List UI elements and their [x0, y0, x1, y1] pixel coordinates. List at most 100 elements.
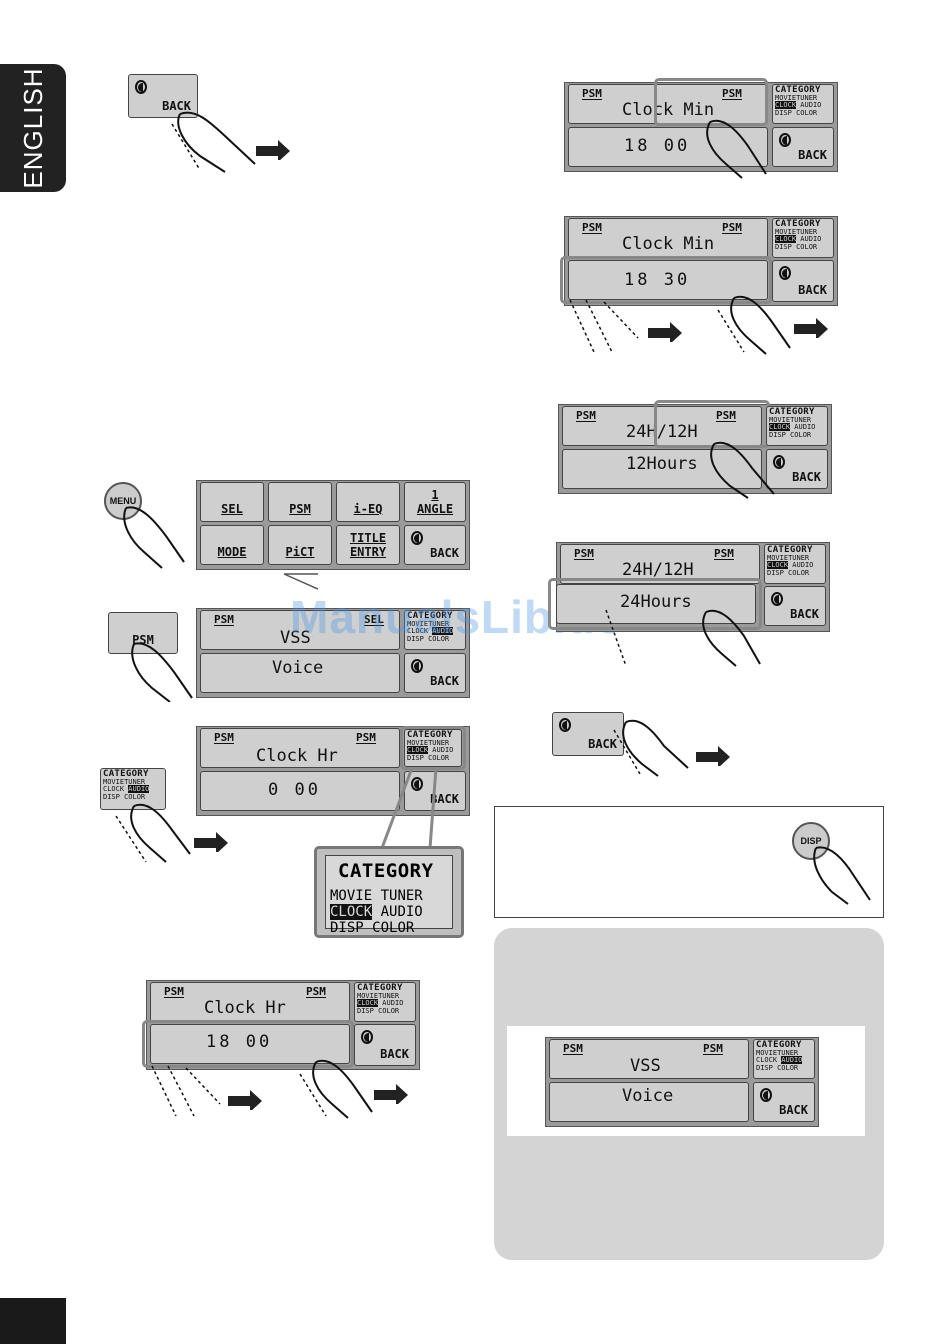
finger-press-icon: [706, 119, 767, 179]
display-top-row[interactable]: [562, 406, 762, 446]
arrow-down-icon: [283, 573, 318, 590]
back-label: BACK: [162, 99, 191, 113]
ieq-button[interactable]: i-EQ: [336, 482, 400, 522]
arrow-right-icon: [696, 746, 730, 766]
psm-menu-button[interactable]: PSM: [268, 482, 332, 522]
display-bottom-row[interactable]: [568, 127, 768, 167]
display-bottom-row[interactable]: [150, 1024, 350, 1064]
category-zoom: CATEGORY MOVIE TUNER CLOCK AUDIO DISP CO…: [314, 846, 464, 938]
category-button[interactable]: CATEGORY MOVIETUNER CLOCK AUDIO DISP COL…: [753, 1039, 815, 1079]
display-bottom-row[interactable]: [200, 771, 400, 811]
highlight-frame: [142, 1020, 354, 1068]
display-bottom-row[interactable]: [200, 653, 400, 693]
back-button[interactable]: BACK: [552, 712, 624, 756]
finger-drag-icon: [569, 299, 639, 353]
category-button[interactable]: CATEGORY MOVIETUNER CLOCK AUDIO DISP COL…: [404, 729, 462, 767]
back-button[interactable]: BACK: [764, 586, 826, 626]
highlight-frame: [654, 78, 768, 126]
finger-press-icon: [813, 846, 871, 905]
finger-drag-icon: [605, 609, 627, 667]
finger-press-icon: [299, 1059, 373, 1119]
highlight-frame: [560, 256, 772, 304]
knob-icon: [411, 659, 423, 673]
page-corner-block: [0, 1298, 66, 1344]
display-top-row[interactable]: [568, 218, 768, 258]
category-button[interactable]: CATEGORY MOVIETUNER CLOCK AUDIO DISP COL…: [772, 218, 834, 258]
language-label: ENGLISH: [17, 67, 48, 189]
display-value: Clock Min: [622, 100, 715, 120]
finger-press-icon: [115, 803, 191, 863]
callout-lines: [380, 767, 438, 849]
finger-press-icon: [702, 609, 761, 667]
display-top-row[interactable]: [150, 982, 350, 1022]
highlight-frame: [548, 578, 762, 630]
back-button[interactable]: BACK: [404, 653, 466, 693]
knob-icon: [773, 455, 785, 469]
arrow-right-icon: [228, 1090, 262, 1110]
disp-button[interactable]: DISP: [792, 822, 830, 860]
display-value: 18 00: [624, 136, 691, 156]
display-value: VSS: [630, 1056, 661, 1076]
knob-icon: [411, 531, 423, 545]
category-button[interactable]: CATEGORY MOVIETUNER CLOCK AUDIO DISP COL…: [100, 768, 166, 810]
display-value: 18 00: [206, 1032, 273, 1052]
menu-button[interactable]: MENU: [104, 482, 142, 520]
display-value: Voice: [272, 658, 324, 678]
category-button[interactable]: CATEGORY MOVIETUNER CLOCK AUDIO DISP COL…: [766, 406, 828, 446]
display-bottom-row[interactable]: [549, 1082, 749, 1122]
display-top-row[interactable]: [568, 84, 768, 124]
finger-press-icon: [123, 506, 185, 569]
finger-press-icon: [717, 295, 791, 355]
display-bottom-row[interactable]: [562, 449, 762, 489]
category-button[interactable]: CATEGORY MOVIETUNER CLOCK AUDIO DISP COL…: [764, 544, 826, 584]
display-bottom-row[interactable]: [568, 260, 768, 300]
arrow-right-icon: [374, 1084, 408, 1104]
back-button[interactable]: BACK: [354, 1024, 416, 1066]
display-value: VSS: [280, 628, 311, 648]
category-button[interactable]: CATEGORY MOVIETUNER CLOCK AUDIO DISP COL…: [404, 610, 466, 650]
finger-press-icon: [171, 111, 256, 173]
finger-press-icon: [613, 719, 689, 777]
back-button[interactable]: BACK: [772, 260, 834, 302]
title-entry-button[interactable]: TITLE ENTRY: [336, 525, 400, 565]
display-top-row[interactable]: [560, 544, 760, 584]
display-top-row[interactable]: [200, 610, 400, 650]
finger-drag-icon: [151, 1065, 221, 1117]
arrow-right-icon: [648, 322, 682, 342]
sel-button[interactable]: SEL: [200, 482, 264, 522]
display-top-row[interactable]: [200, 728, 400, 768]
display-value: 24H/12H: [622, 560, 694, 580]
display-value: Voice: [622, 1086, 674, 1106]
back-button[interactable]: BACK: [766, 449, 828, 489]
knob-icon: [361, 1030, 373, 1044]
display-value: Clock Hr: [204, 998, 286, 1018]
display-value: 12Hours: [626, 454, 698, 474]
psm-button[interactable]: PSM: [108, 612, 178, 654]
finger-press-icon: [710, 441, 775, 499]
display-value: 24H/12H: [626, 422, 698, 442]
category-button[interactable]: CATEGORY MOVIETUNER CLOCK AUDIO DISP COL…: [772, 84, 834, 124]
knob-icon: [135, 80, 147, 94]
display-value: 18 30: [624, 270, 691, 290]
knob-icon: [771, 592, 783, 606]
language-tab: ENGLISH: [0, 64, 66, 192]
display-bottom-row[interactable]: [556, 584, 756, 624]
back-button[interactable]: BACK: [772, 127, 834, 167]
finger-press-icon: [131, 642, 193, 702]
back-button[interactable]: BACK: [128, 74, 198, 118]
back-button[interactable]: BACK: [753, 1082, 815, 1122]
arrow-right-icon: [794, 318, 828, 338]
arrow-right-icon: [194, 832, 228, 852]
display-value: Clock Min: [622, 234, 715, 254]
pict-button[interactable]: PiCT: [268, 525, 332, 565]
display-value: 24Hours: [620, 592, 692, 612]
back-button[interactable]: BACK: [404, 525, 466, 565]
display-top-row[interactable]: [549, 1039, 749, 1079]
mode-button[interactable]: MODE: [200, 525, 264, 565]
knob-icon: [779, 133, 791, 147]
category-button[interactable]: CATEGORY MOVIETUNER CLOCK AUDIO DISP COL…: [354, 982, 416, 1022]
arrow-right-icon: [256, 140, 290, 160]
angle-button[interactable]: 1 ANGLE: [404, 482, 466, 522]
display-value: 0 00: [268, 780, 321, 800]
display-value: Clock Hr: [256, 746, 338, 766]
